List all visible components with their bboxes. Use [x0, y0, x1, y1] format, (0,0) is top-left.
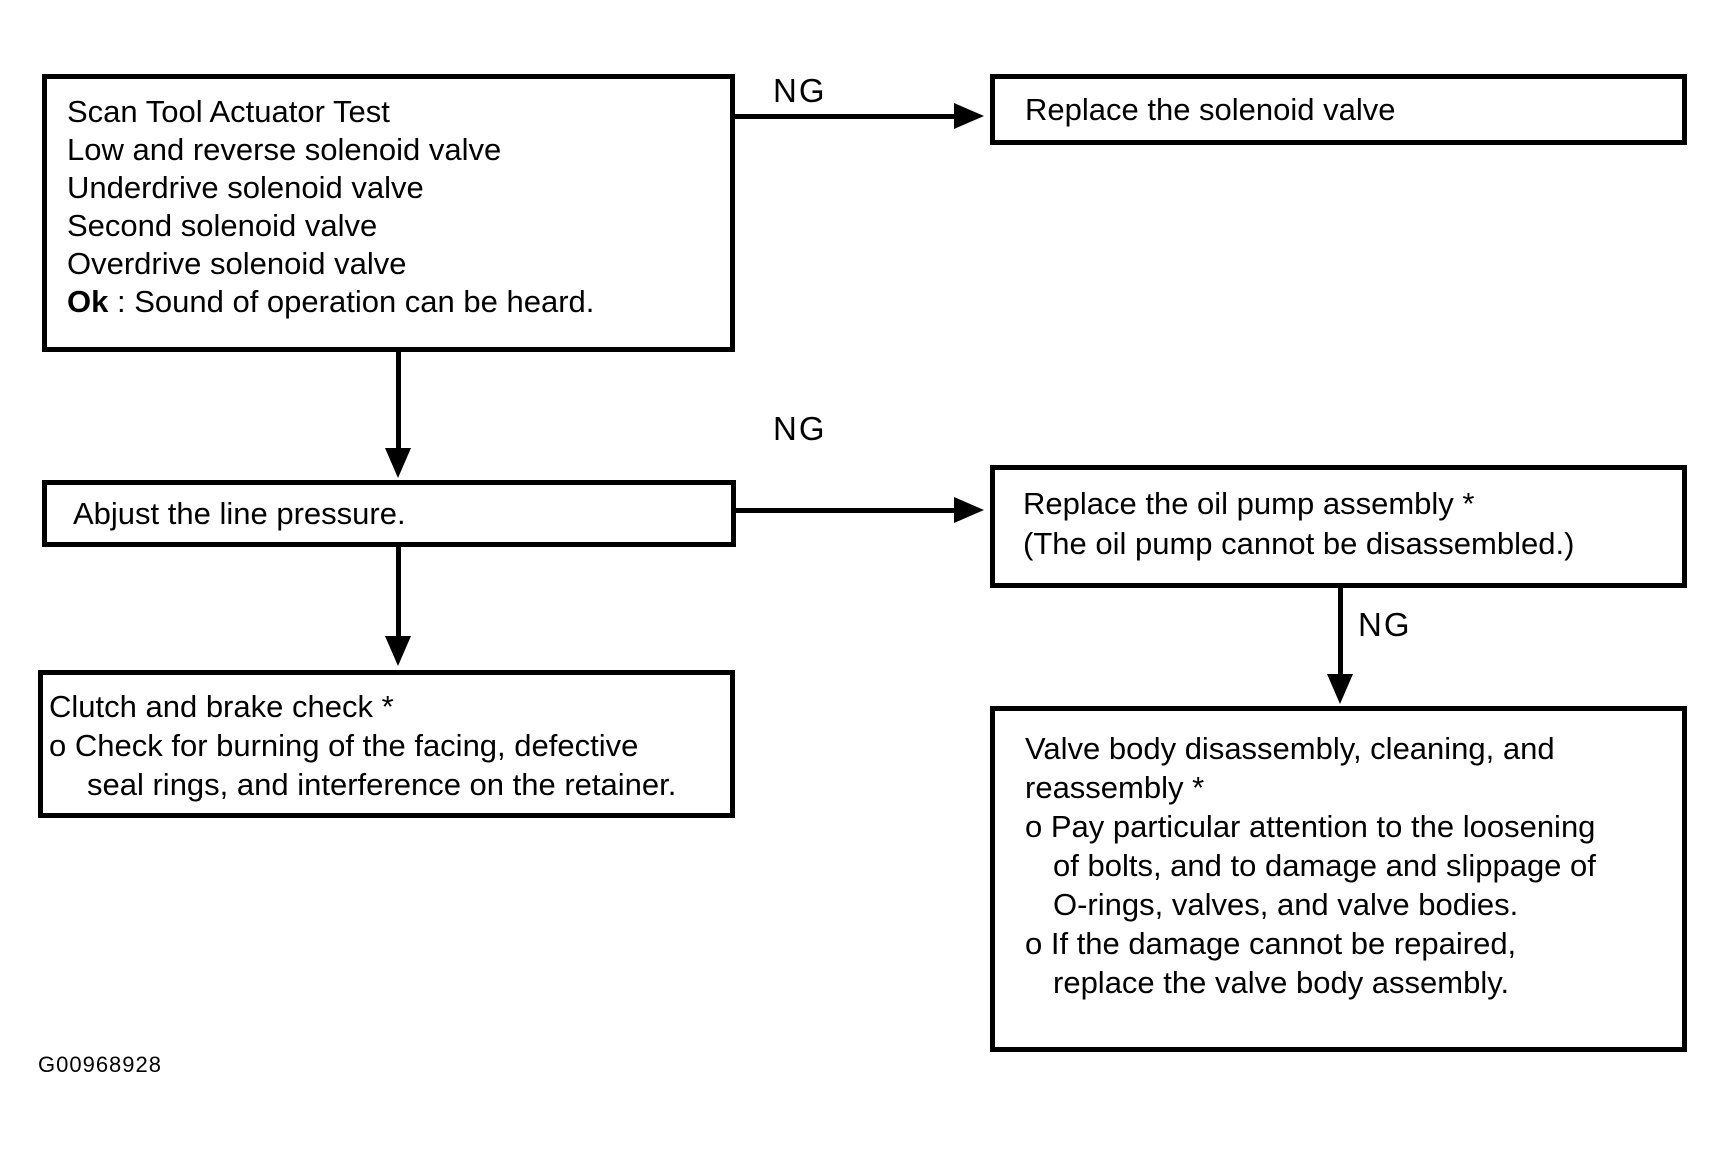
node-text-line: Replace the oil pump assembly * [1023, 486, 1475, 521]
node-text-line: o If the damage cannot be repaired, [1025, 926, 1517, 961]
arrowhead-down-icon [1327, 674, 1353, 704]
ok-keyword: Ok [67, 284, 109, 319]
ng-label-2: NG [773, 410, 827, 447]
node-text-line: Overdrive solenoid valve [67, 246, 407, 281]
node-text-line: Replace the solenoid valve [1025, 91, 1396, 127]
node-text-line: (The oil pump cannot be disassembled.) [1023, 526, 1575, 561]
ng-label-3: NG [1358, 606, 1412, 643]
arrow-line-to-replace-oil-pump [736, 508, 958, 513]
node-replace-solenoid-valve: Replace the solenoid valve [990, 74, 1687, 145]
node-text-line: seal rings, and interference on the reta… [87, 767, 677, 802]
arrowhead-right-icon [954, 103, 984, 129]
node-clutch-brake-check: Clutch and brake check * o Check for bur… [38, 670, 735, 818]
node-text-line: reassembly * [1025, 770, 1205, 805]
node-text-line: Valve body disassembly, cleaning, and [1025, 731, 1555, 766]
arrow-line-to-valve-body [1338, 588, 1343, 678]
ok-description: : Sound of operation can be heard. [108, 284, 595, 319]
node-text-line: O-rings, valves, and valve bodies. [1053, 887, 1519, 922]
node-text-line: Scan Tool Actuator Test [67, 94, 390, 129]
node-scan-tool-test: Scan Tool Actuator Test Low and reverse … [42, 74, 735, 352]
node-text-line: replace the valve body assembly. [1053, 965, 1510, 1000]
ng-label-1: NG [773, 72, 827, 109]
node-replace-oil-pump: Replace the oil pump assembly * (The oil… [990, 465, 1687, 588]
node-valve-body-service: Valve body disassembly, cleaning, and re… [990, 706, 1687, 1052]
arrow-line-to-adjust-pressure [396, 352, 401, 452]
node-text-line: o Pay particular attention to the loosen… [1025, 809, 1596, 844]
node-text-line: o Check for burning of the facing, defec… [49, 728, 639, 763]
node-text-line: Low and reverse solenoid valve [67, 132, 502, 167]
node-adjust-line-pressure: Abjust the line pressure. [42, 480, 736, 547]
node-text-line: Clutch and brake check * [49, 689, 394, 724]
node-text-line: Abjust the line pressure. [73, 495, 406, 531]
node-text-line: Underdrive solenoid valve [67, 170, 424, 205]
node-text-line-ok: Ok : Sound of operation can be heard. [67, 283, 720, 321]
node-text-line: of bolts, and to damage and slippage of [1053, 848, 1596, 883]
arrow-line-to-replace-solenoid [734, 114, 958, 119]
arrow-line-to-clutch-check [396, 547, 401, 640]
arrowhead-down-icon [385, 448, 411, 478]
figure-id-label: G00968928 [38, 1052, 162, 1077]
arrowhead-down-icon [385, 636, 411, 666]
arrowhead-right-icon [954, 497, 984, 523]
node-text-line: Second solenoid valve [67, 208, 378, 243]
